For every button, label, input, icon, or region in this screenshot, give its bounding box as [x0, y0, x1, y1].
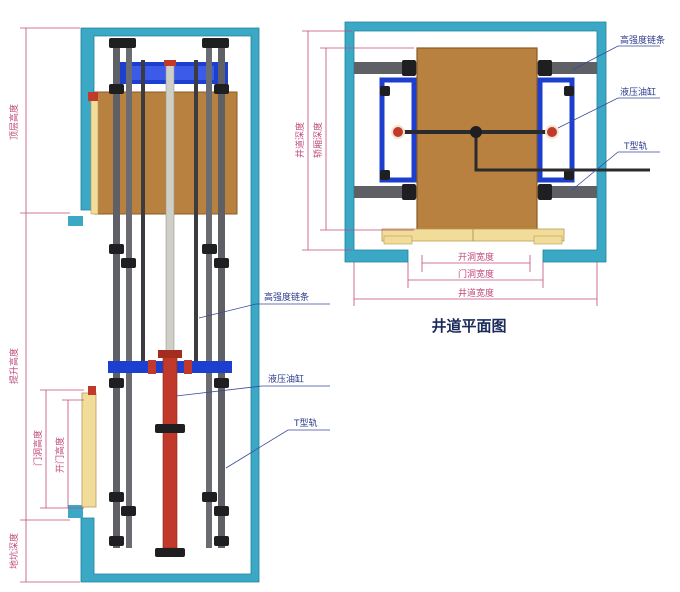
- elevation-dimensions: [20, 27, 84, 583]
- cylinder-clamp-1: [155, 424, 185, 433]
- plan-label-high-strength-chain: 高强度链条: [620, 34, 665, 46]
- label-shaft-width: 井道宽度: [458, 287, 494, 299]
- left-chain: [141, 60, 145, 370]
- plunger-rod: [165, 61, 175, 363]
- label-door-clear-width: 开洞宽度: [458, 251, 494, 263]
- landing-door-header: [88, 386, 96, 395]
- plan-clamps: [380, 60, 574, 200]
- label-cabin-depth: 轿厢深度: [312, 122, 324, 158]
- leader-chain: [198, 303, 330, 319]
- lower-sling-block-left: [148, 360, 156, 374]
- landing-door-frame: [81, 392, 97, 508]
- leader-t-rail: [225, 429, 330, 469]
- lower-sling-block-right: [184, 360, 192, 374]
- label-hydraulic-cylinder: 液压油缸: [268, 373, 304, 385]
- lower-door-opening: [68, 505, 83, 518]
- elevation-view: 顶层高度 提升高度 门洞高度 开门高度 地坑深度 高强度链条 液压油缸 T型轨: [8, 27, 330, 583]
- left-outer-rail: [113, 48, 120, 548]
- plan-label-t-rail: T型轨: [623, 140, 648, 152]
- plan-cylinder-left: [391, 125, 405, 139]
- hydraulic-cylinder-elevation: [162, 351, 178, 549]
- right-outer-rail: [218, 48, 225, 548]
- label-top-height: 顶层高度: [8, 104, 20, 140]
- label-shaft-depth: 井道深度: [294, 122, 306, 158]
- right-inner-rail: [206, 48, 212, 548]
- rail-clamps: [109, 38, 229, 546]
- label-door-open-height: 开门高度: [54, 437, 66, 473]
- plan-center-joint: [470, 126, 482, 138]
- plan-cylinder-right: [545, 125, 559, 139]
- plan-view: 井道深度 轿厢深度 开洞宽度 门洞宽度 井道宽度 高强度链条 液压油缸 T型轨 …: [294, 21, 665, 335]
- left-inner-rail: [126, 48, 132, 548]
- upper-door-opening: [68, 216, 83, 226]
- label-door-width: 门洞宽度: [458, 268, 494, 280]
- plunger-top-cap: [164, 60, 176, 66]
- label-t-rail: T型轨: [293, 417, 318, 429]
- label-high-strength-chain: 高强度链条: [264, 291, 309, 303]
- label-lift-height: 提升高度: [8, 348, 20, 384]
- plan-leader-t-rail: [571, 151, 660, 191]
- label-door-opening-height: 门洞高度: [32, 430, 44, 466]
- plan-leader-chain: [571, 45, 660, 71]
- plan-title: 井道平面图: [431, 317, 506, 335]
- leader-cylinder: [175, 385, 330, 397]
- cabin-door-panel: [90, 97, 99, 215]
- cylinder-clamp-2: [155, 548, 185, 557]
- plan-door-left-block: [383, 235, 413, 245]
- plan-leader-cylinder: [557, 97, 660, 129]
- cylinder-head: [158, 350, 182, 358]
- right-chain: [194, 60, 198, 370]
- plan-label-hydraulic-cylinder: 液压油缸: [620, 86, 656, 98]
- plan-dimensions: [302, 30, 598, 306]
- cabin-top-bracket: [88, 92, 98, 101]
- plan-pipe: [474, 132, 650, 172]
- plan-door-right-block: [533, 235, 563, 245]
- label-pit-depth: 地坑深度: [8, 533, 20, 569]
